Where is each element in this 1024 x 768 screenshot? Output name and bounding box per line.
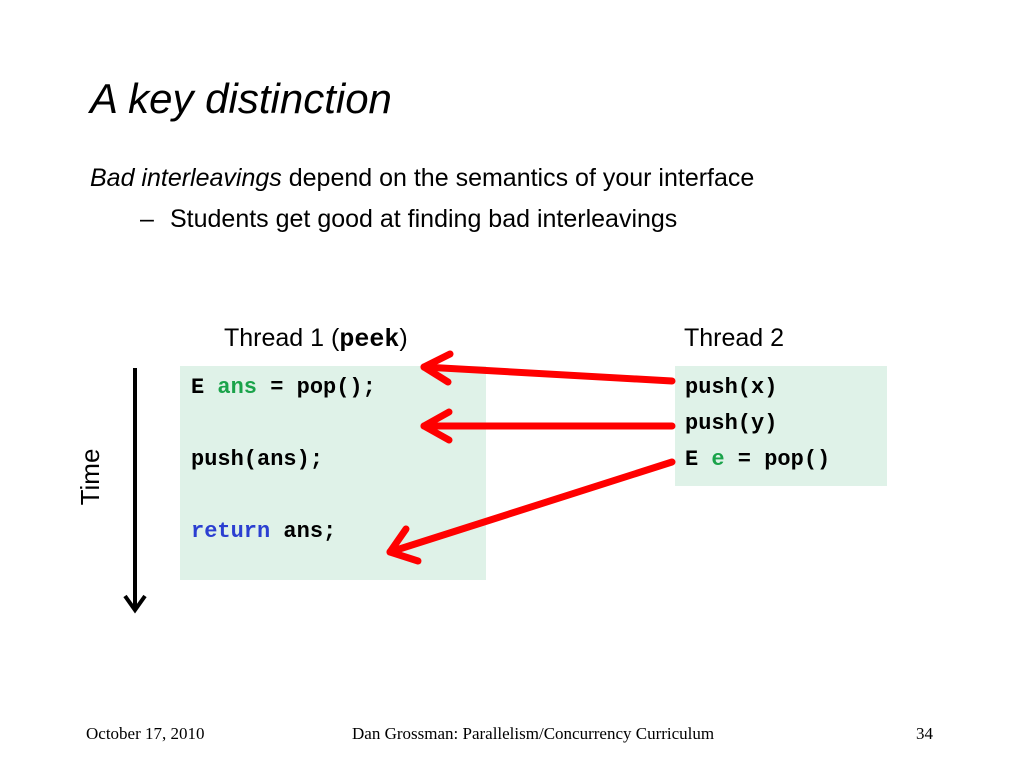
bullet-emphasis: Bad interleavings bbox=[90, 164, 282, 192]
thread1-label-prefix: Thread 1 ( bbox=[224, 324, 340, 352]
thread1-line-3: return ans; bbox=[191, 514, 486, 550]
code-prefix: E bbox=[685, 447, 712, 472]
footer-author: Dan Grossman: Parallelism/Concurrency Cu… bbox=[352, 724, 715, 743]
thread2-line-1: push(x) bbox=[685, 375, 778, 400]
interleave-arrow-3 bbox=[386, 458, 676, 565]
thread2-line-2: push(y) bbox=[685, 411, 778, 436]
thread1-line-1: E ans = pop(); bbox=[191, 370, 486, 406]
thread1-label-code: peek bbox=[339, 325, 400, 354]
thread1-line-2: push(ans); bbox=[191, 447, 324, 472]
thread2-code-box: push(x) push(y) E e = pop() bbox=[675, 366, 887, 486]
interleave-arrow-2 bbox=[420, 408, 676, 444]
code-rest: ans; bbox=[270, 519, 337, 544]
thread1-label: Thread 1 (peek) bbox=[224, 322, 408, 356]
footer-page-number: 34 bbox=[916, 724, 933, 743]
code-keyword-return: return bbox=[191, 519, 271, 544]
interleave-arrow-1 bbox=[420, 350, 676, 386]
code-rest: = pop() bbox=[724, 447, 831, 472]
code-keyword-e: e bbox=[711, 447, 725, 472]
code-prefix: E bbox=[191, 375, 218, 400]
thread1-label-suffix: ) bbox=[399, 324, 408, 352]
footer-date: October 17, 2010 bbox=[86, 724, 205, 743]
slide-title: A key distinction bbox=[90, 75, 392, 122]
thread2-line-3: E e = pop() bbox=[685, 442, 887, 478]
thread1-code-box: E ans = pop(); push(ans); return ans; bbox=[180, 366, 486, 580]
bullet-point-1: Bad interleavings depend on the semantic… bbox=[90, 162, 754, 194]
time-arrow bbox=[123, 368, 147, 614]
code-keyword-ans: ans bbox=[217, 375, 258, 400]
time-arrow-head bbox=[123, 594, 147, 614]
bullet-text: depend on the semantics of your interfac… bbox=[281, 164, 755, 192]
thread2-label: Thread 2 bbox=[684, 324, 785, 352]
code-rest: = pop(); bbox=[257, 375, 376, 400]
bullet-point-2: –Students get good at finding bad interl… bbox=[140, 203, 677, 235]
sub-bullet-text: Students get good at finding bad interle… bbox=[170, 205, 678, 233]
bullet-dash: – bbox=[140, 205, 154, 233]
